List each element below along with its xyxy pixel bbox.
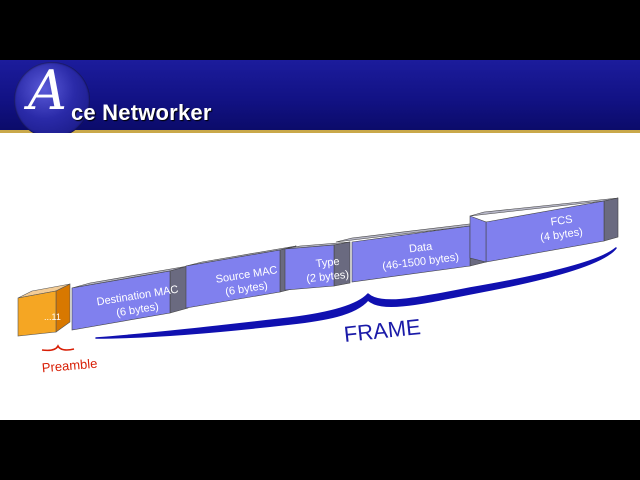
preamble-brace (41, 344, 75, 352)
field-destination-mac: Destination MAC (6 bytes) (71, 265, 189, 331)
field-data-name: Data (408, 241, 433, 256)
preamble-box: ...11 (17, 283, 71, 337)
bottom-letterbox (0, 420, 640, 480)
field-fcs: FCS (4 bytes) (469, 197, 619, 263)
logo-globe (14, 62, 90, 138)
field-type: Type (2 bytes) (284, 241, 351, 291)
field-source-mac: Source MAC (6 bytes) (185, 245, 297, 309)
header-divider (0, 130, 640, 133)
header-banner (0, 60, 640, 130)
field-data: Data (46-1500 bytes) (335, 221, 487, 283)
ethernet-frame-diagram: ...11 Destination MAC (6 bytes) Source M… (17, 197, 619, 376)
field-fcs-name: FCS (550, 214, 573, 229)
preamble-label: Preamble (41, 356, 98, 376)
frame-label: FRAME (343, 314, 422, 347)
field-type-size: (2 bytes) (306, 269, 350, 285)
logo-text: ce Networker (71, 100, 212, 125)
top-letterbox (0, 0, 640, 60)
field-fcs-size: (4 bytes) (540, 226, 584, 244)
logo-letter: A (28, 59, 67, 122)
preamble-box-text: ...11 (44, 312, 61, 322)
field-type-name: Type (315, 256, 340, 270)
frame-brace (95, 247, 617, 339)
